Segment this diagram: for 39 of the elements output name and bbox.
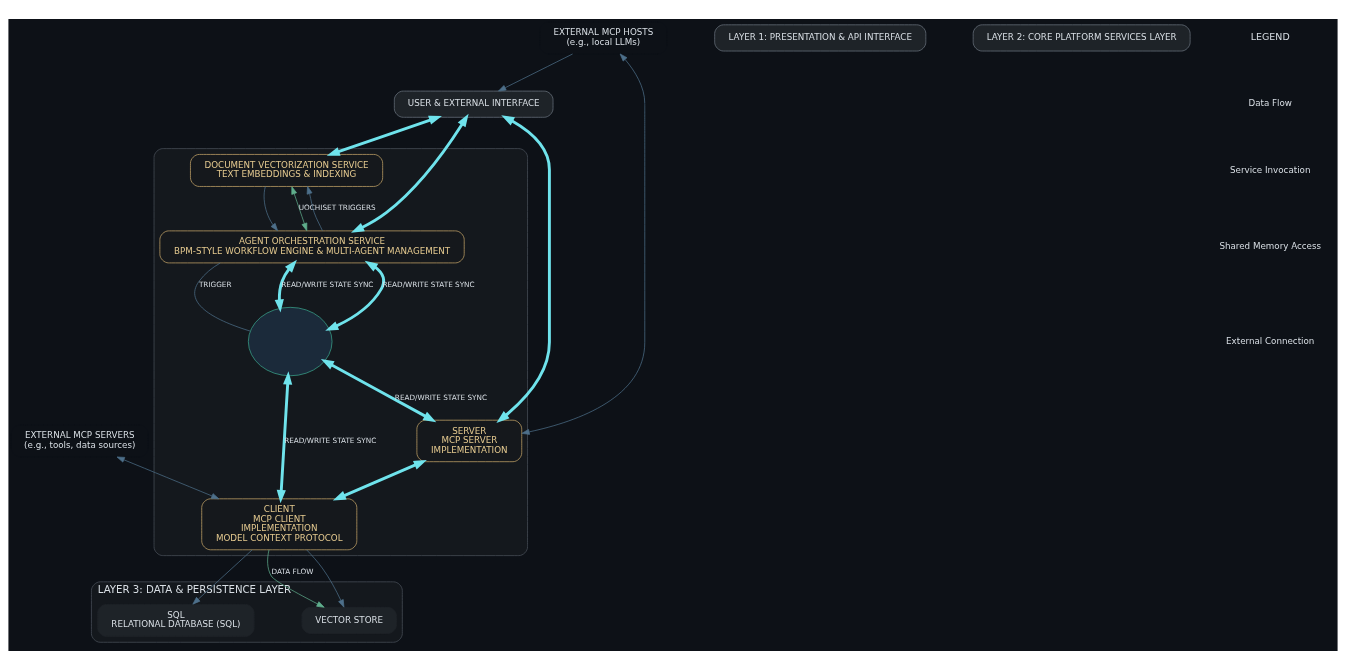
edge-label: UOCHISET TRIGGERS xyxy=(298,202,376,212)
arrow xyxy=(351,113,469,233)
legend-label: Service Invocation xyxy=(1230,164,1311,175)
node-box: LAYER 2: CORE PLATFORM SERVICES LAYER xyxy=(972,23,1191,51)
arrow xyxy=(498,53,573,91)
legend-label: Shared Memory Access xyxy=(1219,240,1322,251)
arrow xyxy=(325,260,386,331)
node-text: EXTERNAL MCP HOSTS (e.g., local LLMs) xyxy=(553,26,654,47)
arrow xyxy=(276,370,293,503)
node-text: EXTERNAL MCP SERVERS (e.g., tools, data sources) xyxy=(24,429,136,450)
arrow xyxy=(274,259,297,313)
edge-label: DATA FLOW xyxy=(271,566,314,576)
node-box: DOCUMENT VECTORIZATION SERVICE TEXT EMBEDDINGS & INDEXING xyxy=(190,153,384,187)
legend-label: Data Flow xyxy=(1248,97,1292,108)
node-box: AGENT ORCHESTRATION SERVICE BPM-STYLE WORKFLOW ENGINE & MULTI-AGENT MANAGEMENT xyxy=(159,230,465,263)
arrow xyxy=(326,115,442,156)
legend-label: External Connection xyxy=(1226,335,1315,346)
connector xyxy=(194,262,251,331)
arrow xyxy=(521,53,646,435)
arrow xyxy=(306,185,323,231)
node-box: CLIENT MCP CLIENT IMPLEMENTATION MODEL CONTEXT PROTOCOL xyxy=(201,497,358,550)
node-box: VECTOR STORE xyxy=(301,606,397,634)
arrow xyxy=(192,549,253,605)
label: LEGEND xyxy=(1250,30,1290,42)
edge-label: READ/WRITE STATE SYNC xyxy=(281,279,374,289)
node-box: SQL RELATIONAL DATABASE (SQL) xyxy=(97,603,255,637)
arrow xyxy=(291,185,308,231)
arrow xyxy=(116,456,220,499)
arrow xyxy=(267,549,325,608)
node-box: LAYER 1: PRESENTATION & API INTERFACE xyxy=(714,23,927,51)
arrow xyxy=(306,549,345,608)
edge-label: TRIGGER xyxy=(198,279,232,289)
arrow xyxy=(332,459,427,500)
arrow xyxy=(496,114,551,423)
arrow xyxy=(263,185,278,231)
edge-label: READ/WRITE STATE SYNC xyxy=(394,392,487,402)
arrow xyxy=(320,358,437,422)
node-box: SERVER MCP SERVER IMPLEMENTATION xyxy=(416,419,523,462)
node-box: USER & EXTERNAL INTERFACE xyxy=(393,90,554,118)
